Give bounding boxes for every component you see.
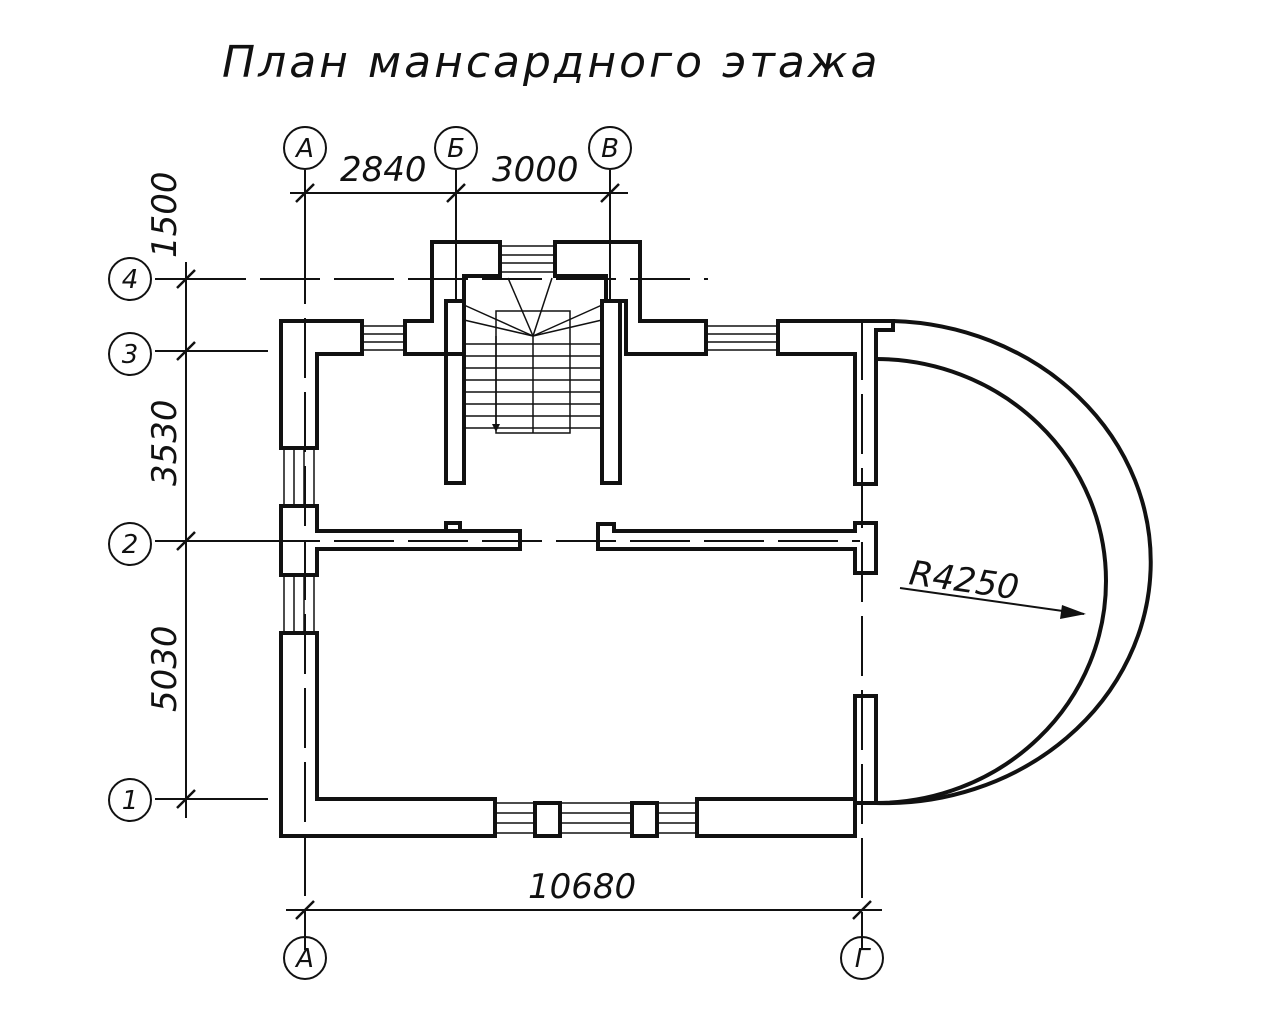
dimension-lines [155,176,1086,920]
staircase [463,277,603,434]
axis-marker-left-3: 3 [108,332,152,376]
wall-tower-right-bastion [553,240,708,356]
axis-marker-left-4: 4 [108,257,152,301]
dimension-5030: 5030 [145,625,185,712]
axis-marker-bottom-a: А [283,936,327,980]
axis-marker-left-2: 2 [108,522,152,566]
wall-north-east [776,319,895,486]
pier-south-1 [533,801,562,838]
axis-marker-left-1: 1 [108,778,152,822]
svg-text:2: 2 [122,530,139,560]
svg-text:3: 3 [122,340,139,370]
window-north-east [705,325,779,351]
svg-text:Б: Б [447,134,465,164]
dimension-3000: 3000 [492,150,579,190]
window-west-upper [283,447,315,507]
dimension-radius: R4250 [907,553,1022,608]
pier-south-2 [630,801,659,838]
window-south-3 [656,802,698,834]
svg-text:А: А [294,134,314,164]
svg-text:1: 1 [122,786,139,816]
axis-marker-top-a: А [283,126,327,170]
dimension-3530: 3530 [145,399,185,486]
axis-marker-top-b: Б [434,126,478,170]
wall-south-east [695,694,878,838]
walls [279,240,1153,838]
axis-markers: А Б В А Г 4 3 2 [108,126,884,980]
dimension-10680: 10680 [528,867,636,907]
wall-bay-outer [875,319,1153,806]
dimension-2840: 2840 [340,150,427,190]
svg-text:В: В [601,134,619,164]
window-west-lower [283,574,315,634]
drawing-title: План мансардного этажа [222,37,880,88]
wall-tower-left-bastion [403,240,502,356]
wall-south-west [279,631,497,838]
wall-stair-right [600,299,622,485]
window-south-1 [494,802,536,834]
svg-text:Г: Г [855,944,872,974]
window-tower [499,245,556,273]
window-north-west [361,325,406,351]
svg-text:А: А [294,944,314,974]
axis-marker-bottom-g: Г [840,936,884,980]
wall-partition-right [596,521,878,575]
partition-nib-left [444,521,462,531]
center-lines [186,170,863,950]
wall-stair-left [444,299,466,485]
window-south-2 [559,802,633,834]
wall-north-west [279,319,364,450]
dimension-1500: 1500 [145,171,185,258]
svg-text:4: 4 [122,265,139,295]
wall-bay-inner [875,357,1108,805]
axis-marker-top-v: В [588,126,632,170]
